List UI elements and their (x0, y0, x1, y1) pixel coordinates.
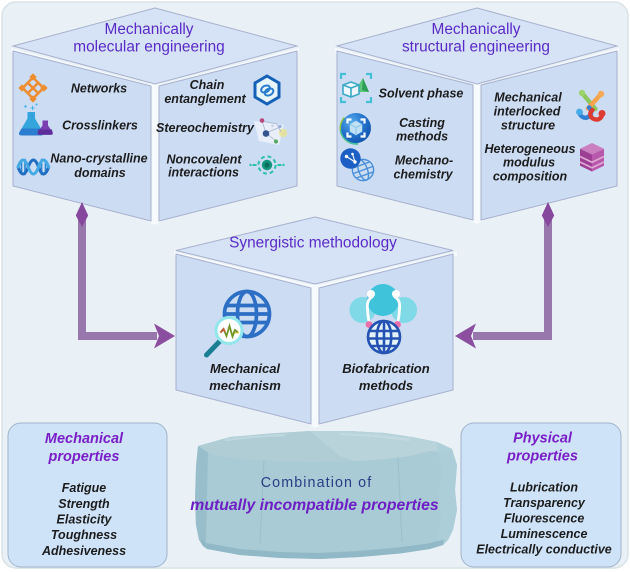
svg-text:structure: structure (501, 119, 555, 133)
svg-text:Electrically conductive: Electrically conductive (476, 543, 612, 557)
svg-text:Fatigue: Fatigue (62, 481, 106, 495)
svg-text:modulus: modulus (503, 156, 555, 170)
svg-text:Synergistic methodology: Synergistic methodology (229, 235, 397, 252)
svg-text:entanglement: entanglement (164, 92, 246, 106)
svg-text:Heterogeneous: Heterogeneous (485, 142, 576, 156)
svg-text:interactions: interactions (168, 166, 239, 180)
svg-text:methods: methods (396, 130, 448, 144)
svg-text:Solvent phase: Solvent phase (379, 87, 464, 101)
svg-text:composition: composition (493, 170, 568, 184)
svg-text:Mechanically: Mechanically (105, 21, 194, 38)
svg-text:structural engineering: structural engineering (402, 39, 550, 56)
svg-text:mutually incompatible properti: mutually incompatible properties (190, 497, 439, 514)
svg-text:Transparency: Transparency (503, 496, 586, 510)
svg-text:Luminescence: Luminescence (501, 527, 588, 541)
svg-text:Mechanical: Mechanical (494, 91, 562, 105)
svg-text:methods: methods (359, 378, 413, 393)
svg-text:Chain: Chain (190, 78, 225, 92)
svg-text:Nano-crystalline: Nano-crystalline (50, 152, 147, 166)
svg-text:Combination of: Combination of (261, 475, 373, 491)
svg-text:Toughness: Toughness (51, 528, 117, 542)
svg-text:Physical: Physical (513, 431, 573, 447)
svg-text:molecular engineering: molecular engineering (73, 39, 224, 56)
svg-text:Fluorescence: Fluorescence (504, 512, 585, 526)
svg-text:chemistry: chemistry (393, 168, 453, 182)
svg-text:interlocked: interlocked (494, 105, 561, 119)
svg-text:properties: properties (48, 449, 120, 465)
svg-text:Casting: Casting (399, 116, 445, 130)
svg-text:Mechanical: Mechanical (45, 431, 124, 447)
svg-text:Stereochemistry: Stereochemistry (156, 121, 255, 135)
svg-text:Lubrication: Lubrication (510, 481, 578, 495)
svg-text:Elasticity: Elasticity (57, 513, 113, 527)
svg-text:Mechanically: Mechanically (432, 21, 521, 38)
svg-text:+: + (30, 103, 35, 113)
svg-text:Noncovalent: Noncovalent (166, 153, 242, 167)
svg-text:mechanism: mechanism (209, 378, 281, 393)
svg-text:Adhesiveness: Adhesiveness (41, 544, 126, 558)
svg-text:Crosslinkers: Crosslinkers (62, 119, 138, 133)
svg-text:properties: properties (506, 449, 578, 465)
svg-text:Biofabrication: Biofabrication (342, 361, 429, 376)
svg-text:Mechano-: Mechano- (395, 154, 453, 168)
svg-text:Networks: Networks (71, 82, 127, 96)
svg-text:Mechanical: Mechanical (210, 361, 280, 376)
svg-text:Strength: Strength (58, 497, 110, 511)
svg-text:domains: domains (74, 166, 125, 180)
